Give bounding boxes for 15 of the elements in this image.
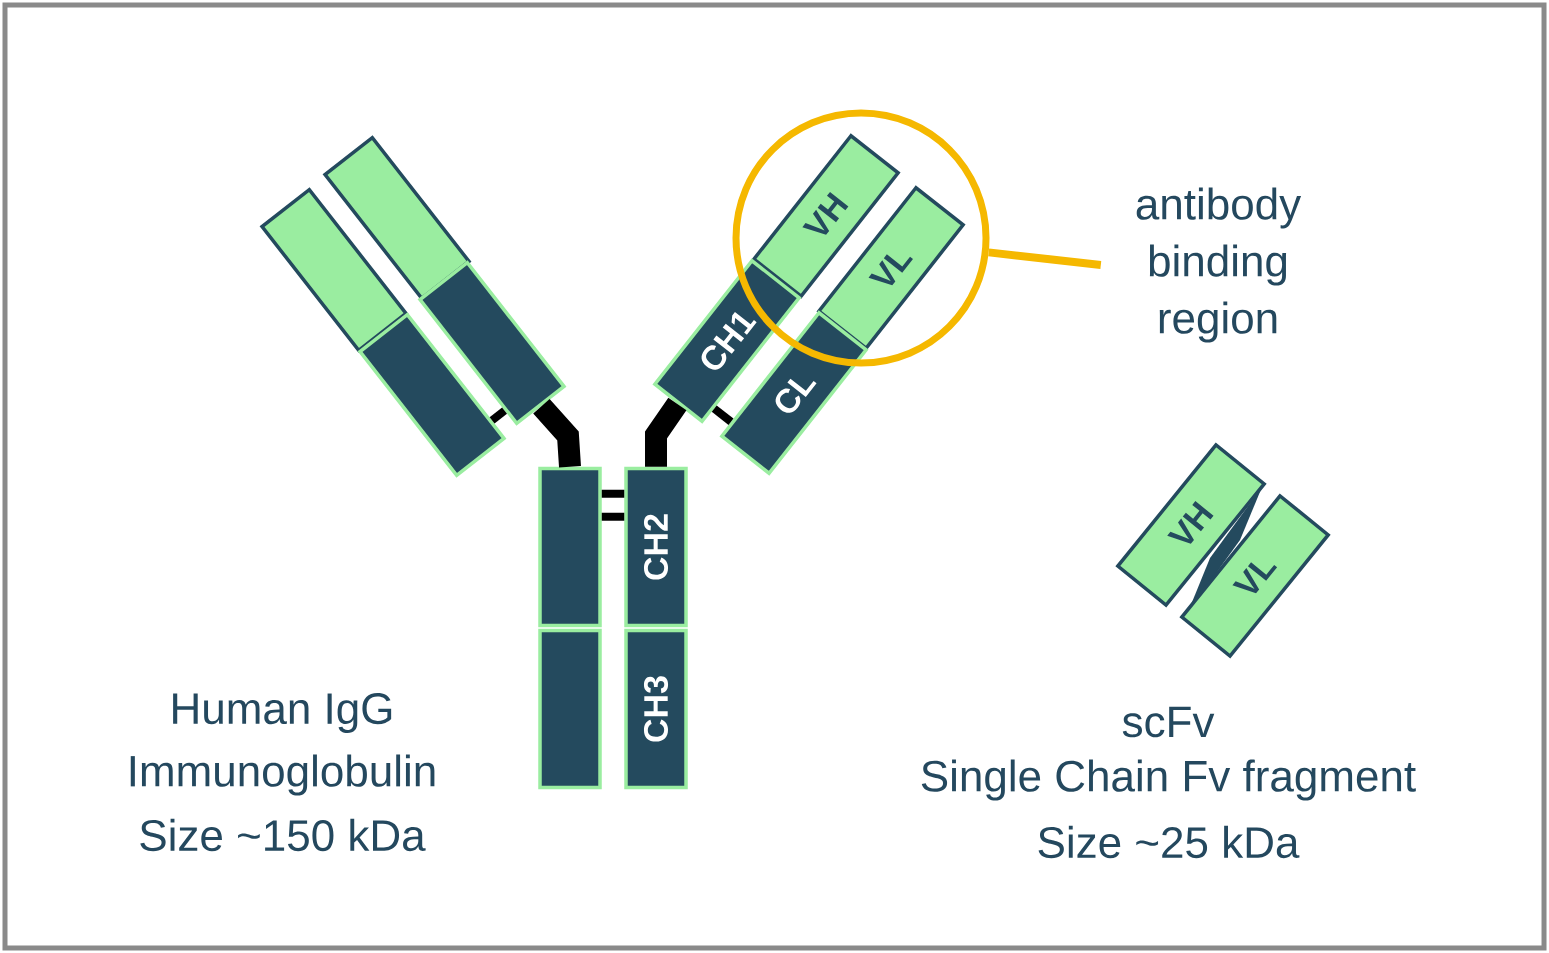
caption-text: Human IgG bbox=[173, 693, 392, 733]
domain-box bbox=[538, 466, 602, 628]
caption-text: Size ~25 kDa bbox=[1038, 825, 1300, 859]
domain-box: CH2 bbox=[624, 466, 688, 628]
callout-text: antibody binding region bbox=[1136, 187, 1302, 343]
domain-box bbox=[538, 628, 602, 790]
domain-box: CH3 bbox=[624, 628, 688, 790]
disulfide-bond bbox=[489, 407, 507, 424]
caption-text: Immunoglobulin bbox=[130, 754, 435, 796]
hinge-line bbox=[645, 397, 687, 467]
hinge-line bbox=[533, 398, 581, 468]
caption-text: Size ~150 kDa bbox=[140, 818, 426, 852]
caption-text: scFv bbox=[1122, 706, 1215, 738]
caption-text: Single Chain Fv fragment bbox=[921, 759, 1416, 801]
disulfide-bond bbox=[711, 405, 734, 425]
